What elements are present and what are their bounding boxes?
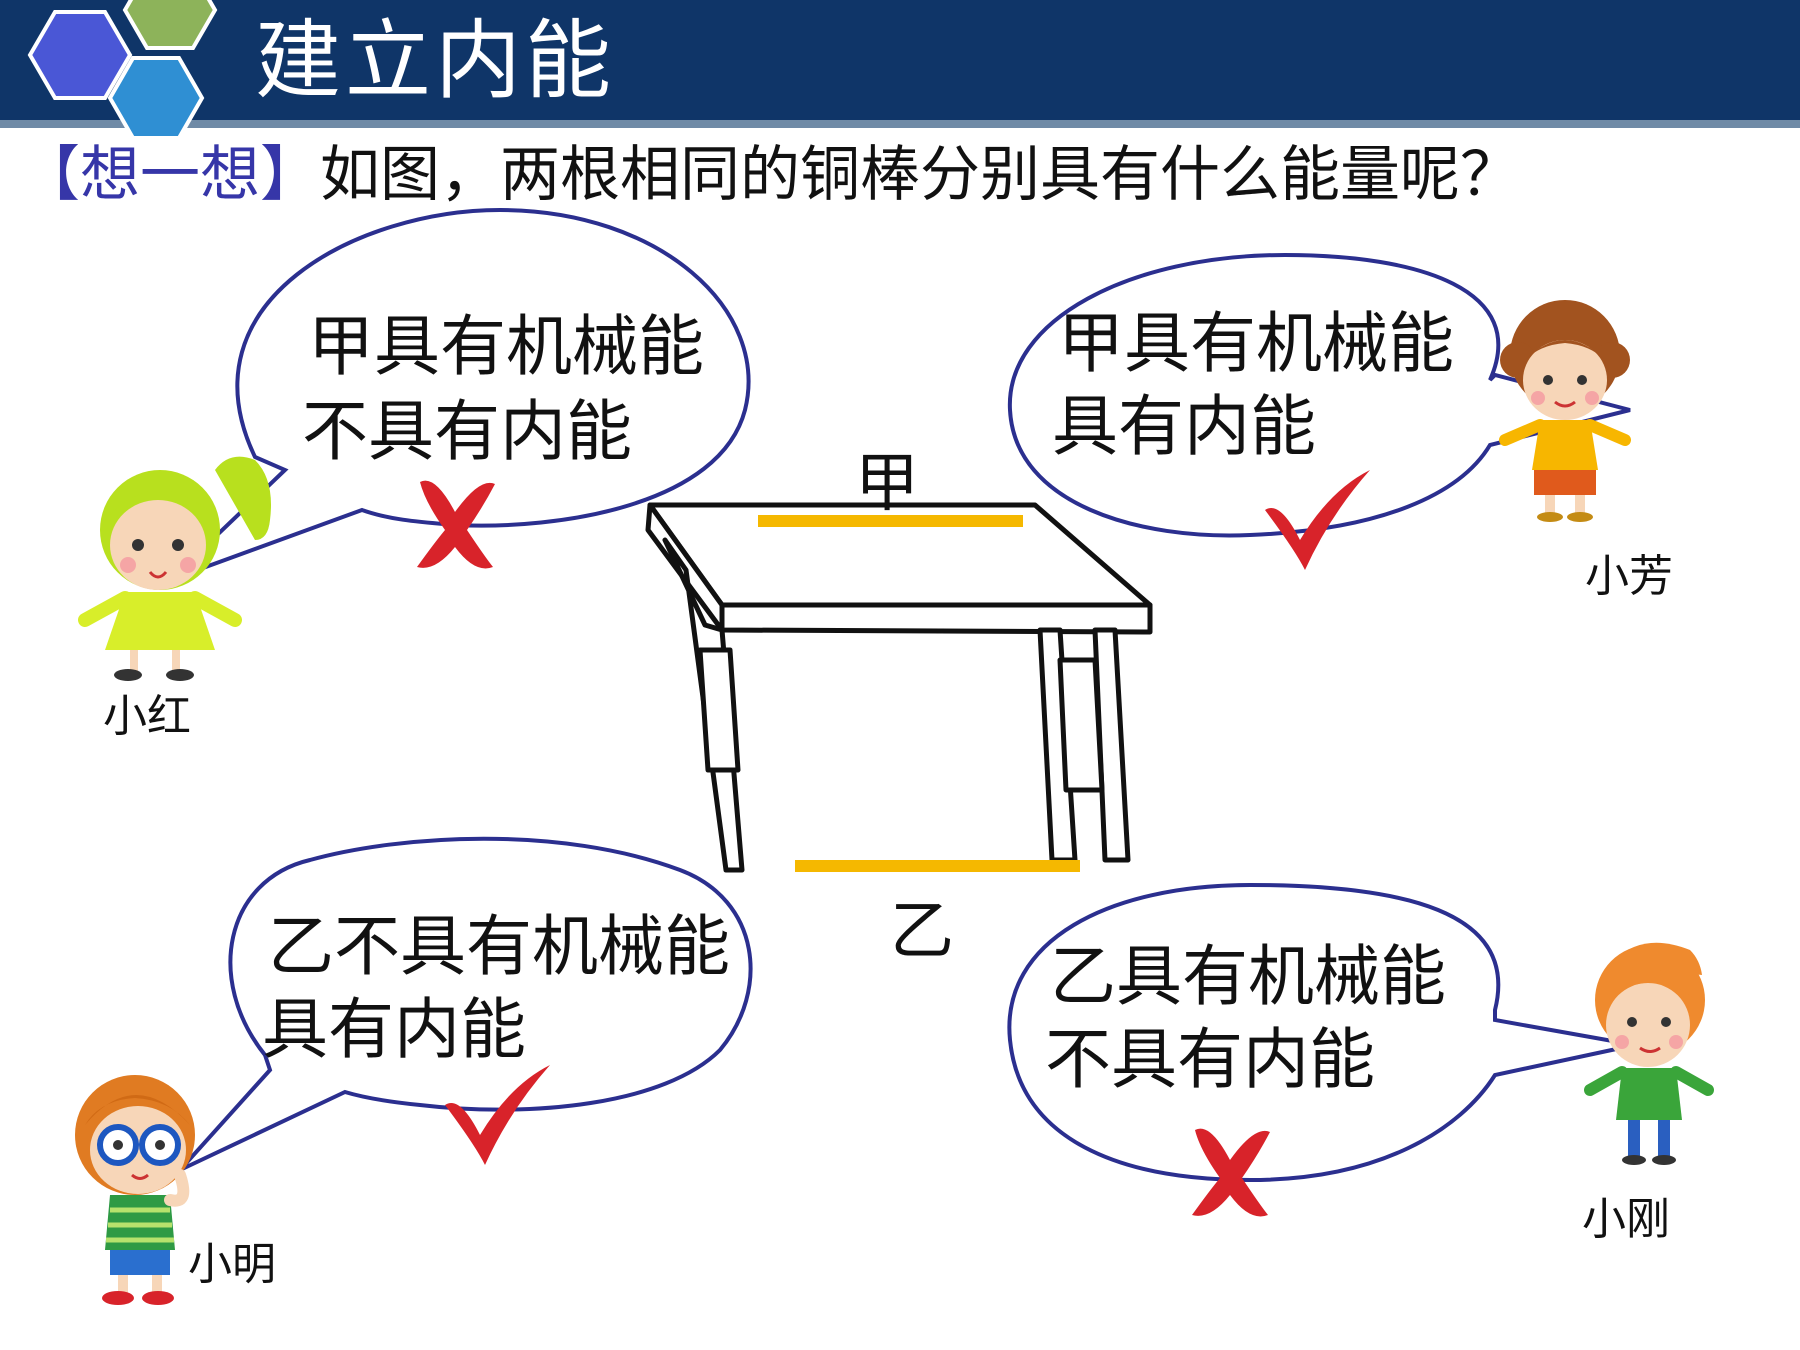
speaker-name-xiaofang: 小芳 (1585, 551, 1673, 602)
check-icon (445, 1065, 550, 1165)
bubble-xiaoming-line2: 具有内能 (262, 991, 526, 1068)
header-bar (0, 0, 1800, 120)
speech-bubble-xiaofang (1007, 252, 1631, 538)
character-xiaogang (1584, 942, 1714, 1165)
character-xiaofang (1499, 300, 1631, 522)
bubble-xiaofang-line2: 具有内能 (1052, 388, 1316, 465)
cross-icon (1192, 1128, 1270, 1217)
table-illustration (645, 502, 1153, 873)
speaker-name-xiaohong: 小红 (103, 691, 191, 742)
header-divider (0, 120, 1800, 128)
page-title: 建立内能 (255, 11, 615, 111)
bubble-xiaogang-line2: 不具有内能 (1045, 1021, 1375, 1098)
bubble-xiaofang-line1: 甲具有机械能 (1058, 305, 1454, 382)
question-line: 【想一想】如图，两根相同的铜棒分别具有什么能量呢？ (20, 135, 1520, 215)
speech-bubble-xiaoming (178, 836, 753, 1172)
question-text: 如图，两根相同的铜棒分别具有什么能量呢？ (320, 140, 1520, 210)
speaker-name-xiaogang: 小刚 (1582, 1194, 1670, 1245)
rod-top (758, 515, 1023, 527)
rod-top-label: 甲 (855, 447, 919, 521)
hexagon-logo-icon (27, 0, 218, 140)
bubble-xiaogang-line1: 乙具有机械能 (1050, 938, 1446, 1015)
bubble-xiaohong-line2: 不具有内能 (302, 393, 632, 470)
rod-bottom-label: 乙 (890, 895, 954, 969)
character-xiaohong (78, 456, 271, 681)
question-tag: 【想一想】 (20, 140, 320, 210)
rod-bottom (795, 860, 1080, 872)
speech-bubble-xiaogang (1007, 882, 1636, 1183)
bubble-xiaoming-line1: 乙不具有机械能 (268, 908, 730, 985)
bubble-xiaohong-line1: 甲具有机械能 (308, 308, 704, 385)
speaker-name-xiaoming: 小明 (188, 1239, 276, 1290)
check-icon (1265, 470, 1370, 570)
cross-icon (417, 480, 495, 569)
character-xiaoming (75, 1075, 195, 1305)
